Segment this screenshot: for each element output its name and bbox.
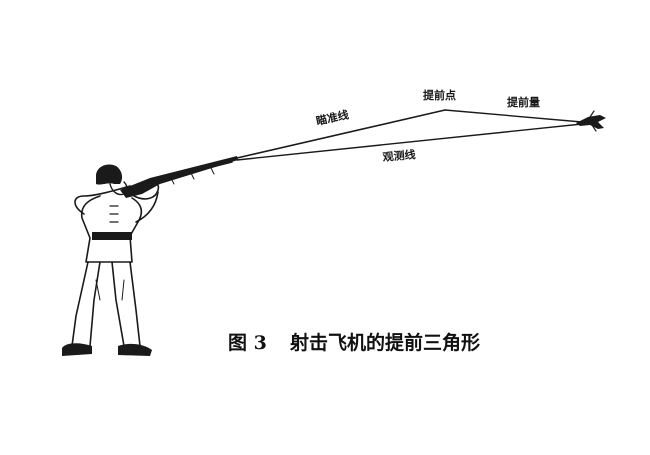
lead-amount-line — [444, 109, 583, 123]
shooter-head — [96, 164, 123, 185]
label-observation-line: 观测线 — [382, 147, 416, 164]
shooter-left-shoe — [62, 343, 92, 356]
shooter-right-shoe — [118, 343, 152, 356]
aircraft-icon — [576, 110, 606, 132]
shooter-belt — [92, 232, 132, 240]
figure-title: 射击飞机的提前三角形 — [289, 331, 480, 354]
rifleman-aiming-icon — [62, 164, 160, 356]
shooter-legs — [71, 261, 141, 347]
lead-triangle — [236, 109, 583, 161]
rifle-icon — [120, 156, 238, 198]
figure-number: 图 3 — [228, 332, 267, 354]
label-lead-point: 提前点 — [423, 88, 456, 102]
label-aiming-line: 瞄准线 — [315, 107, 350, 128]
shooter-torso — [80, 195, 143, 263]
observation-line — [236, 123, 583, 161]
aiming-line — [236, 109, 446, 159]
label-lead-amount: 提前量 — [507, 95, 540, 109]
